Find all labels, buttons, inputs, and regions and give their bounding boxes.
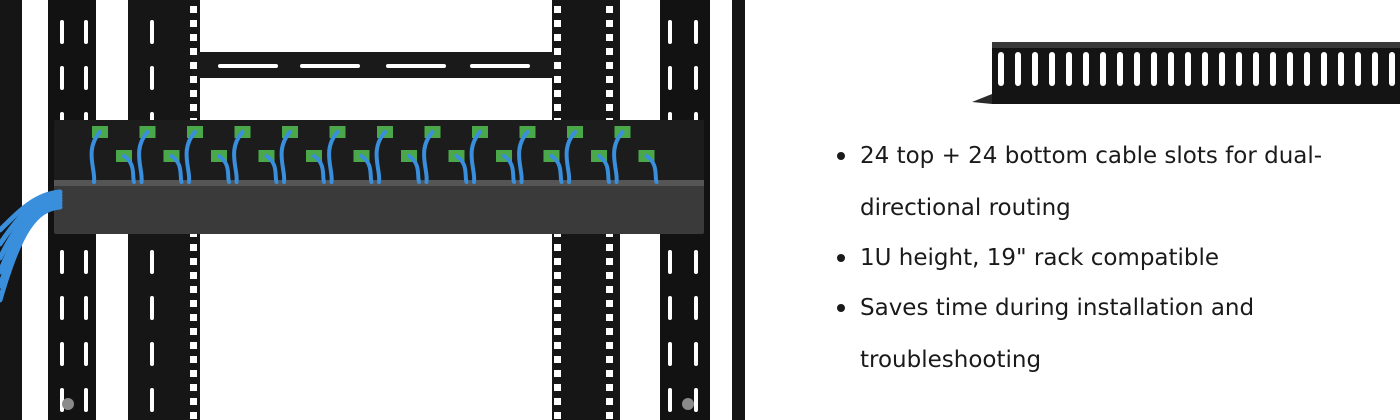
patch-cord [264, 154, 279, 184]
cable-manager-bar [54, 180, 704, 234]
patch-cord [359, 154, 374, 184]
patch-cord [502, 154, 516, 184]
patch-cord [517, 130, 530, 184]
rack-photo [0, 0, 745, 420]
screw-icon [62, 398, 74, 410]
patch-cord [469, 130, 482, 184]
cable-bundle [0, 189, 63, 233]
patch-cord [232, 130, 245, 184]
patch-cord [549, 154, 564, 184]
horizontal-cable-manager-icon [972, 42, 1400, 104]
feature-list: 24 top + 24 bottom cable slots for dual-… [834, 130, 1394, 384]
patch-cord [374, 130, 387, 184]
patch-cord [454, 154, 469, 184]
patch-cord [122, 154, 136, 184]
cable-bundle [0, 201, 63, 289]
feature-text: 24 top + 24 bottom cable slots for dual-… [860, 143, 1323, 221]
patch-cord [327, 130, 340, 184]
rack-post-left-outer [0, 0, 22, 420]
patch-cord [407, 154, 421, 184]
patch-cord [644, 154, 659, 184]
patch-cord [422, 130, 435, 184]
patch-cord [612, 130, 625, 184]
rack-post-right-outer [732, 0, 745, 420]
feature-item: 24 top + 24 bottom cable slots for dual-… [834, 130, 1394, 234]
feature-item: 1U height, 19" rack compatible [834, 232, 1394, 284]
patch-cord [184, 130, 197, 184]
cable-bundle [0, 204, 63, 303]
patch-cord [279, 130, 292, 184]
patch-cord [217, 154, 231, 184]
cable-bundle [0, 192, 63, 247]
screw-icon [682, 398, 694, 410]
patch-cord [312, 154, 326, 184]
feature-item: Saves time during installation and troub… [834, 282, 1394, 386]
patch-cord [597, 154, 611, 184]
cable-bundle [0, 195, 63, 261]
feature-text: Saves time during installation and troub… [860, 295, 1255, 373]
patch-cord [564, 130, 577, 184]
patch-cord [169, 154, 184, 184]
patch-panel [54, 120, 704, 182]
patch-cord [137, 130, 150, 184]
cable-bundle [0, 198, 63, 275]
patch-cord [89, 130, 102, 184]
feature-text: 1U height, 19" rack compatible [860, 245, 1220, 271]
